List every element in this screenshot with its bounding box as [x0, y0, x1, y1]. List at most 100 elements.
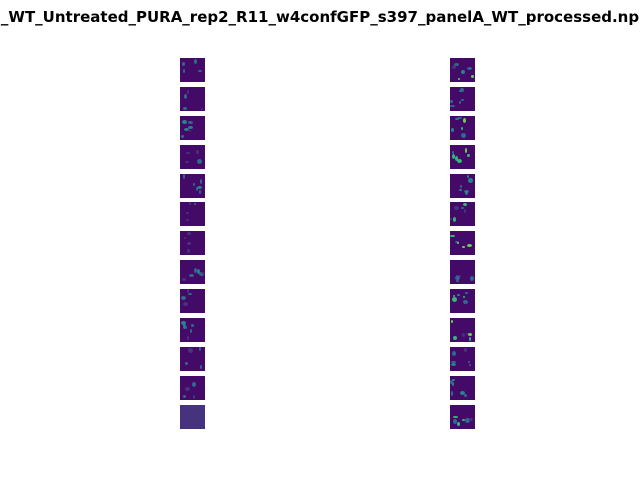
cell-blob: [200, 364, 202, 369]
cell-blob: [182, 62, 185, 66]
cell-blob: [199, 272, 204, 277]
cell-blob: [186, 219, 189, 222]
image-tile: [450, 289, 475, 314]
cell-blob: [461, 98, 464, 101]
cell-blob: [197, 158, 202, 164]
image-tile: [180, 86, 205, 111]
cell-blob: [196, 186, 198, 191]
image-tile: [180, 202, 205, 227]
cell-blob: [460, 87, 464, 92]
right-tile-column: [450, 58, 476, 429]
image-tile: [450, 318, 475, 343]
cell-blob: [464, 347, 467, 352]
cell-blob: [181, 134, 184, 138]
cell-blob: [461, 132, 466, 138]
cell-blob: [454, 206, 459, 211]
cell-blob: [452, 65, 456, 69]
cell-blob: [189, 274, 194, 278]
left-tile-column: [180, 58, 206, 429]
image-tile: [180, 231, 205, 256]
cell-blob: [458, 78, 460, 80]
cell-blob: [183, 173, 185, 179]
cell-blob: [197, 185, 202, 189]
cell-blob: [193, 182, 195, 186]
cell-blob: [455, 276, 460, 281]
cell-blob: [468, 360, 470, 363]
image-tile: [180, 318, 205, 343]
cell-blob: [198, 70, 202, 72]
cell-blob: [469, 363, 471, 366]
cell-blob: [461, 126, 463, 130]
cell-blob: [187, 89, 189, 94]
cell-blob: [451, 390, 453, 396]
cell-blob: [454, 63, 459, 66]
cell-blob: [457, 421, 460, 426]
cell-blob: [467, 67, 472, 70]
cell-blob: [450, 99, 453, 103]
image-tile: [450, 86, 475, 111]
cell-blob: [465, 147, 467, 153]
cell-blob: [190, 329, 192, 334]
cell-blob: [450, 104, 455, 107]
cell-blob: [194, 203, 196, 206]
cell-blob: [193, 394, 195, 399]
figure-title: _WT_Untreated_PURA_rep2_R11_w4confGFP_s3…: [0, 8, 640, 26]
cell-blob: [452, 297, 457, 303]
cell-blob: [464, 209, 466, 214]
image-tile: [180, 346, 205, 371]
cell-blob: [182, 278, 186, 282]
image-tile: [180, 144, 205, 169]
image-tile: [450, 231, 475, 256]
cell-blob: [460, 184, 462, 188]
cell-blob: [201, 272, 204, 275]
image-tile: [450, 173, 475, 198]
cell-blob: [467, 153, 470, 157]
cell-blob: [451, 127, 454, 132]
cell-blob: [185, 361, 188, 365]
cell-blob: [189, 129, 191, 132]
cell-blob: [182, 119, 187, 124]
cell-blob: [199, 346, 201, 351]
image-tile: [450, 375, 475, 400]
image-tile: [450, 115, 475, 140]
image-tile: [180, 115, 205, 140]
image-tile: [450, 404, 475, 429]
cell-blob: [465, 189, 468, 195]
cell-blob: [457, 242, 459, 245]
cell-blob: [469, 417, 473, 421]
cell-blob: [188, 125, 193, 129]
cell-blob: [468, 177, 473, 183]
cell-blob: [451, 320, 453, 324]
cell-blob: [196, 149, 199, 154]
cell-blob: [181, 296, 186, 301]
image-tile: [450, 58, 475, 82]
cell-blob: [192, 381, 196, 387]
cell-blob: [188, 293, 192, 296]
cell-blob: [194, 268, 197, 274]
cell-blob: [453, 217, 456, 223]
cell-blob: [186, 151, 190, 154]
cell-blob: [460, 390, 465, 395]
cell-blob: [186, 212, 189, 215]
cell-blob: [191, 324, 194, 328]
cell-blob: [183, 394, 186, 398]
cell-blob: [452, 378, 455, 381]
cell-blob: [453, 336, 457, 341]
cell-blob: [188, 347, 193, 353]
image-tile: [450, 144, 475, 169]
cell-blob: [185, 160, 189, 163]
cell-blob: [465, 292, 468, 295]
cell-blob: [184, 127, 189, 131]
cell-blob: [471, 75, 474, 78]
cell-blob: [462, 333, 465, 338]
cell-blob: [463, 296, 465, 299]
cell-blob: [187, 289, 189, 294]
cell-blob: [183, 106, 187, 110]
cell-blob: [463, 117, 466, 123]
cell-blob: [452, 150, 454, 154]
cell-blob: [462, 418, 465, 421]
cell-blob: [184, 93, 187, 99]
cell-blob: [451, 362, 456, 366]
cell-blob: [455, 155, 458, 161]
